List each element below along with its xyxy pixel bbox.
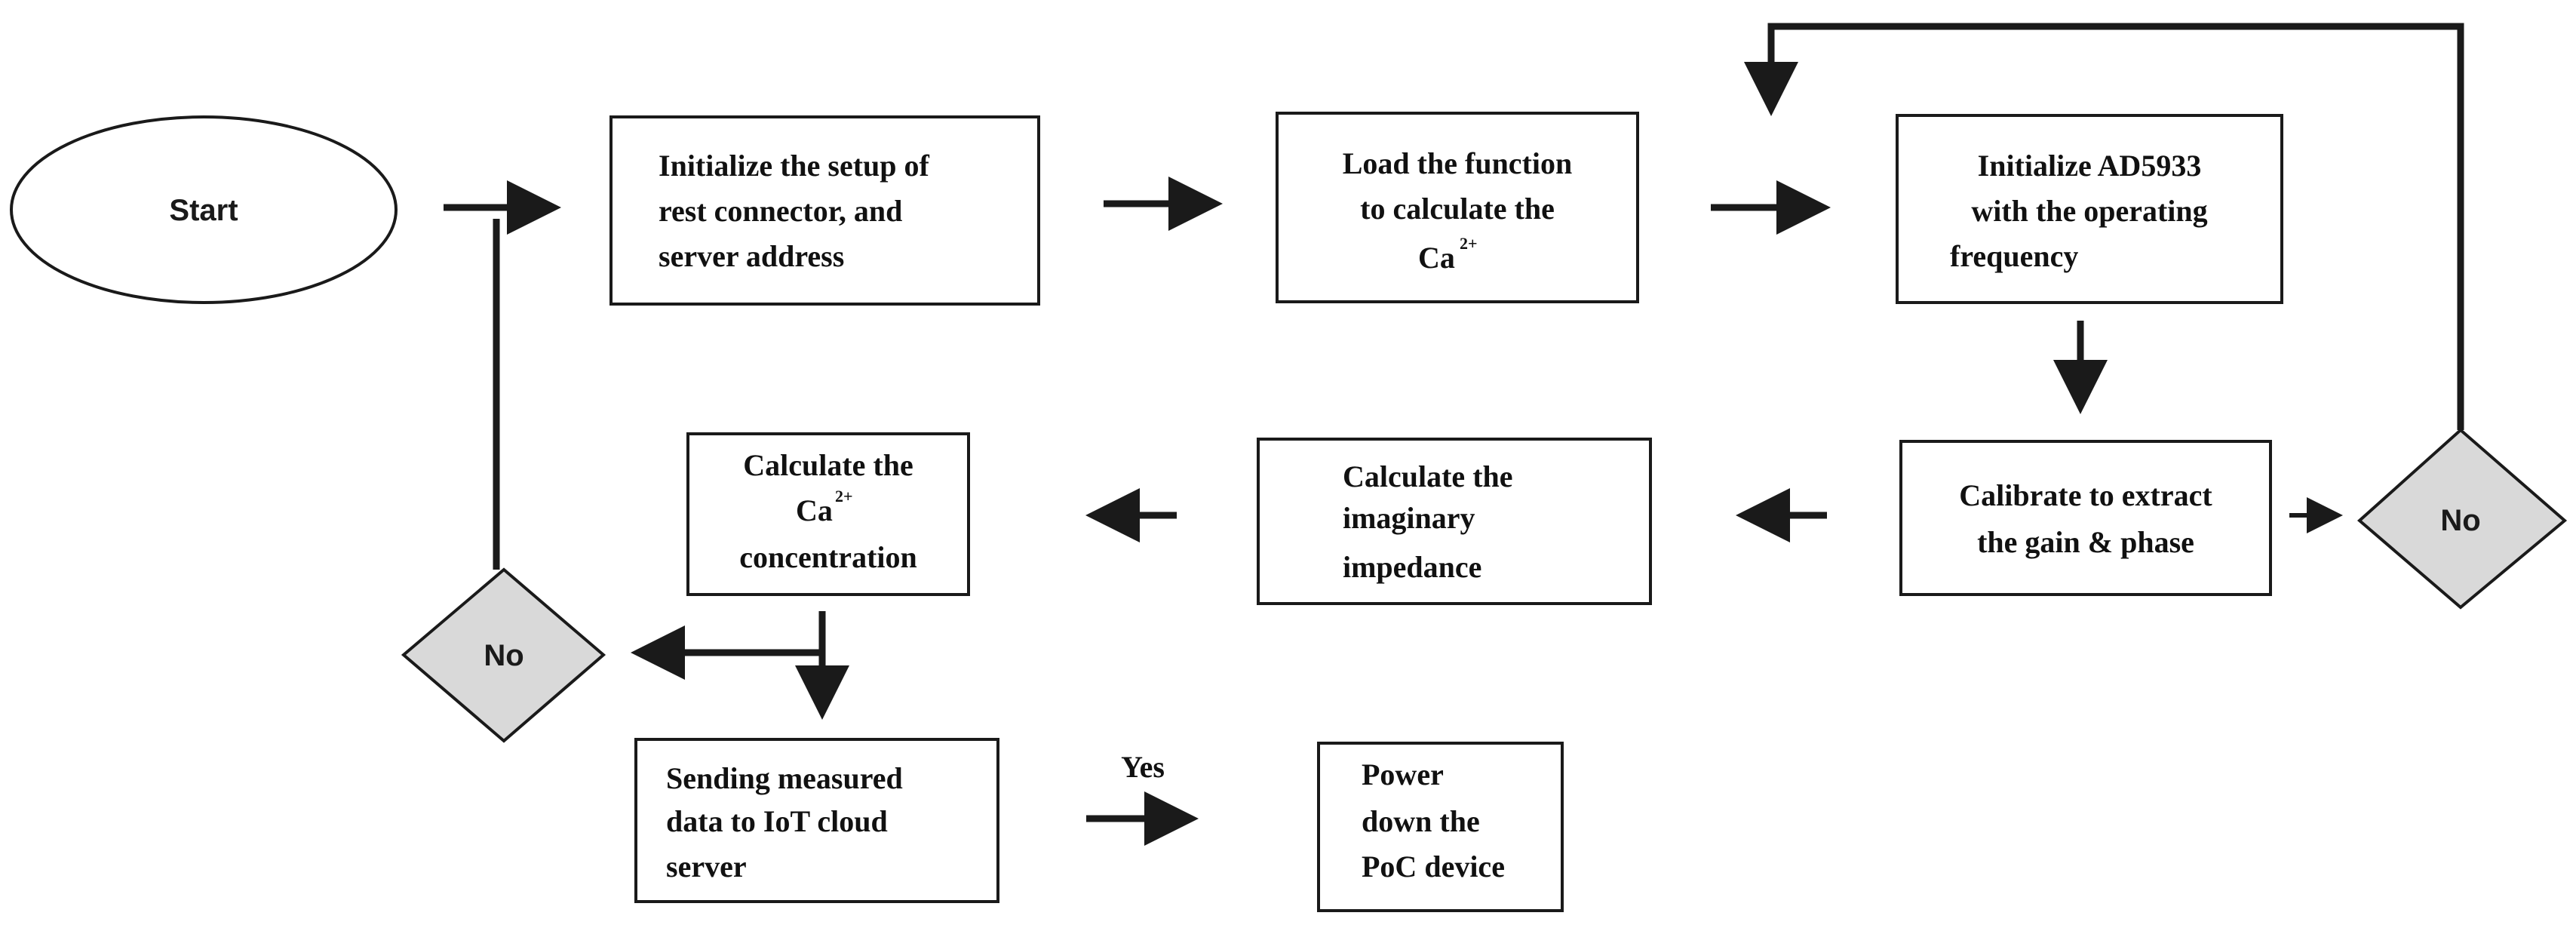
calc-imaginary-line-1: Calculate the (1343, 459, 1513, 493)
init-ad5933-box: Initialize AD5933 with the operating fre… (1896, 114, 2283, 304)
calc-imaginary-line-2: imaginary (1343, 501, 1475, 535)
init-setup-line-1: Initialize the setup of (659, 149, 930, 183)
init-ad5933-line-1: Initialize AD5933 (1978, 149, 2202, 183)
init-setup-line-3: server address (659, 239, 844, 273)
sending-line-2: data to IoT cloud (666, 804, 888, 838)
calc-ca-box: Calculate the Ca 2+ concentration (686, 432, 970, 596)
start-node: Start (10, 115, 398, 304)
calc-ca-superscript: 2+ (835, 487, 853, 505)
sending-box: Sending measured data to IoT cloud serve… (634, 738, 999, 903)
calc-ca-line-1: Calculate the (743, 448, 913, 482)
start-label: Start (169, 194, 238, 227)
power-down-line-3: PoC device (1362, 850, 1505, 883)
calc-imaginary-box: Calculate the imaginary impedance (1257, 438, 1652, 605)
load-function-line-1: Load the function (1343, 146, 1573, 180)
calibrate-line-2: the gain & phase (1977, 525, 2194, 559)
init-setup-box: Initialize the setup of rest connector, … (609, 115, 1040, 306)
load-function-ca-superscript: 2+ (1460, 234, 1478, 253)
decision-left-label: No (484, 639, 523, 672)
calc-imaginary-line-3: impedance (1343, 550, 1481, 584)
power-down-line-1: Power (1362, 757, 1444, 791)
init-setup-line-2: rest connector, and (659, 194, 902, 228)
calibrate-line-1: Calibrate to extract (1959, 478, 2212, 512)
load-function-line-2: to calculate the (1360, 192, 1555, 226)
loop-decision-right-to-top (1744, 23, 2464, 430)
yes-label: Yes (1121, 750, 1165, 784)
init-ad5933-line-2: with the operating (1971, 194, 2207, 228)
sending-line-1: Sending measured (666, 761, 903, 795)
connectors (444, 23, 2464, 846)
load-function-box: Load the function to calculate the Ca 2+ (1276, 112, 1639, 303)
power-down-box: Power down the PoC device (1317, 742, 1564, 912)
load-function-ca: Ca (1418, 241, 1455, 275)
decision-left: No (401, 567, 606, 743)
calc-ca-ca: Ca (796, 493, 833, 527)
decision-right-label: No (2440, 504, 2480, 537)
sending-line-3: server (666, 850, 747, 883)
calibrate-box: Calibrate to extract the gain & phase (1899, 440, 2272, 596)
init-ad5933-line-3: frequency (1950, 239, 2078, 273)
decision-right: No (2356, 428, 2568, 610)
calc-ca-line-3: concentration (739, 540, 917, 574)
power-down-line-2: down the (1362, 804, 1480, 838)
